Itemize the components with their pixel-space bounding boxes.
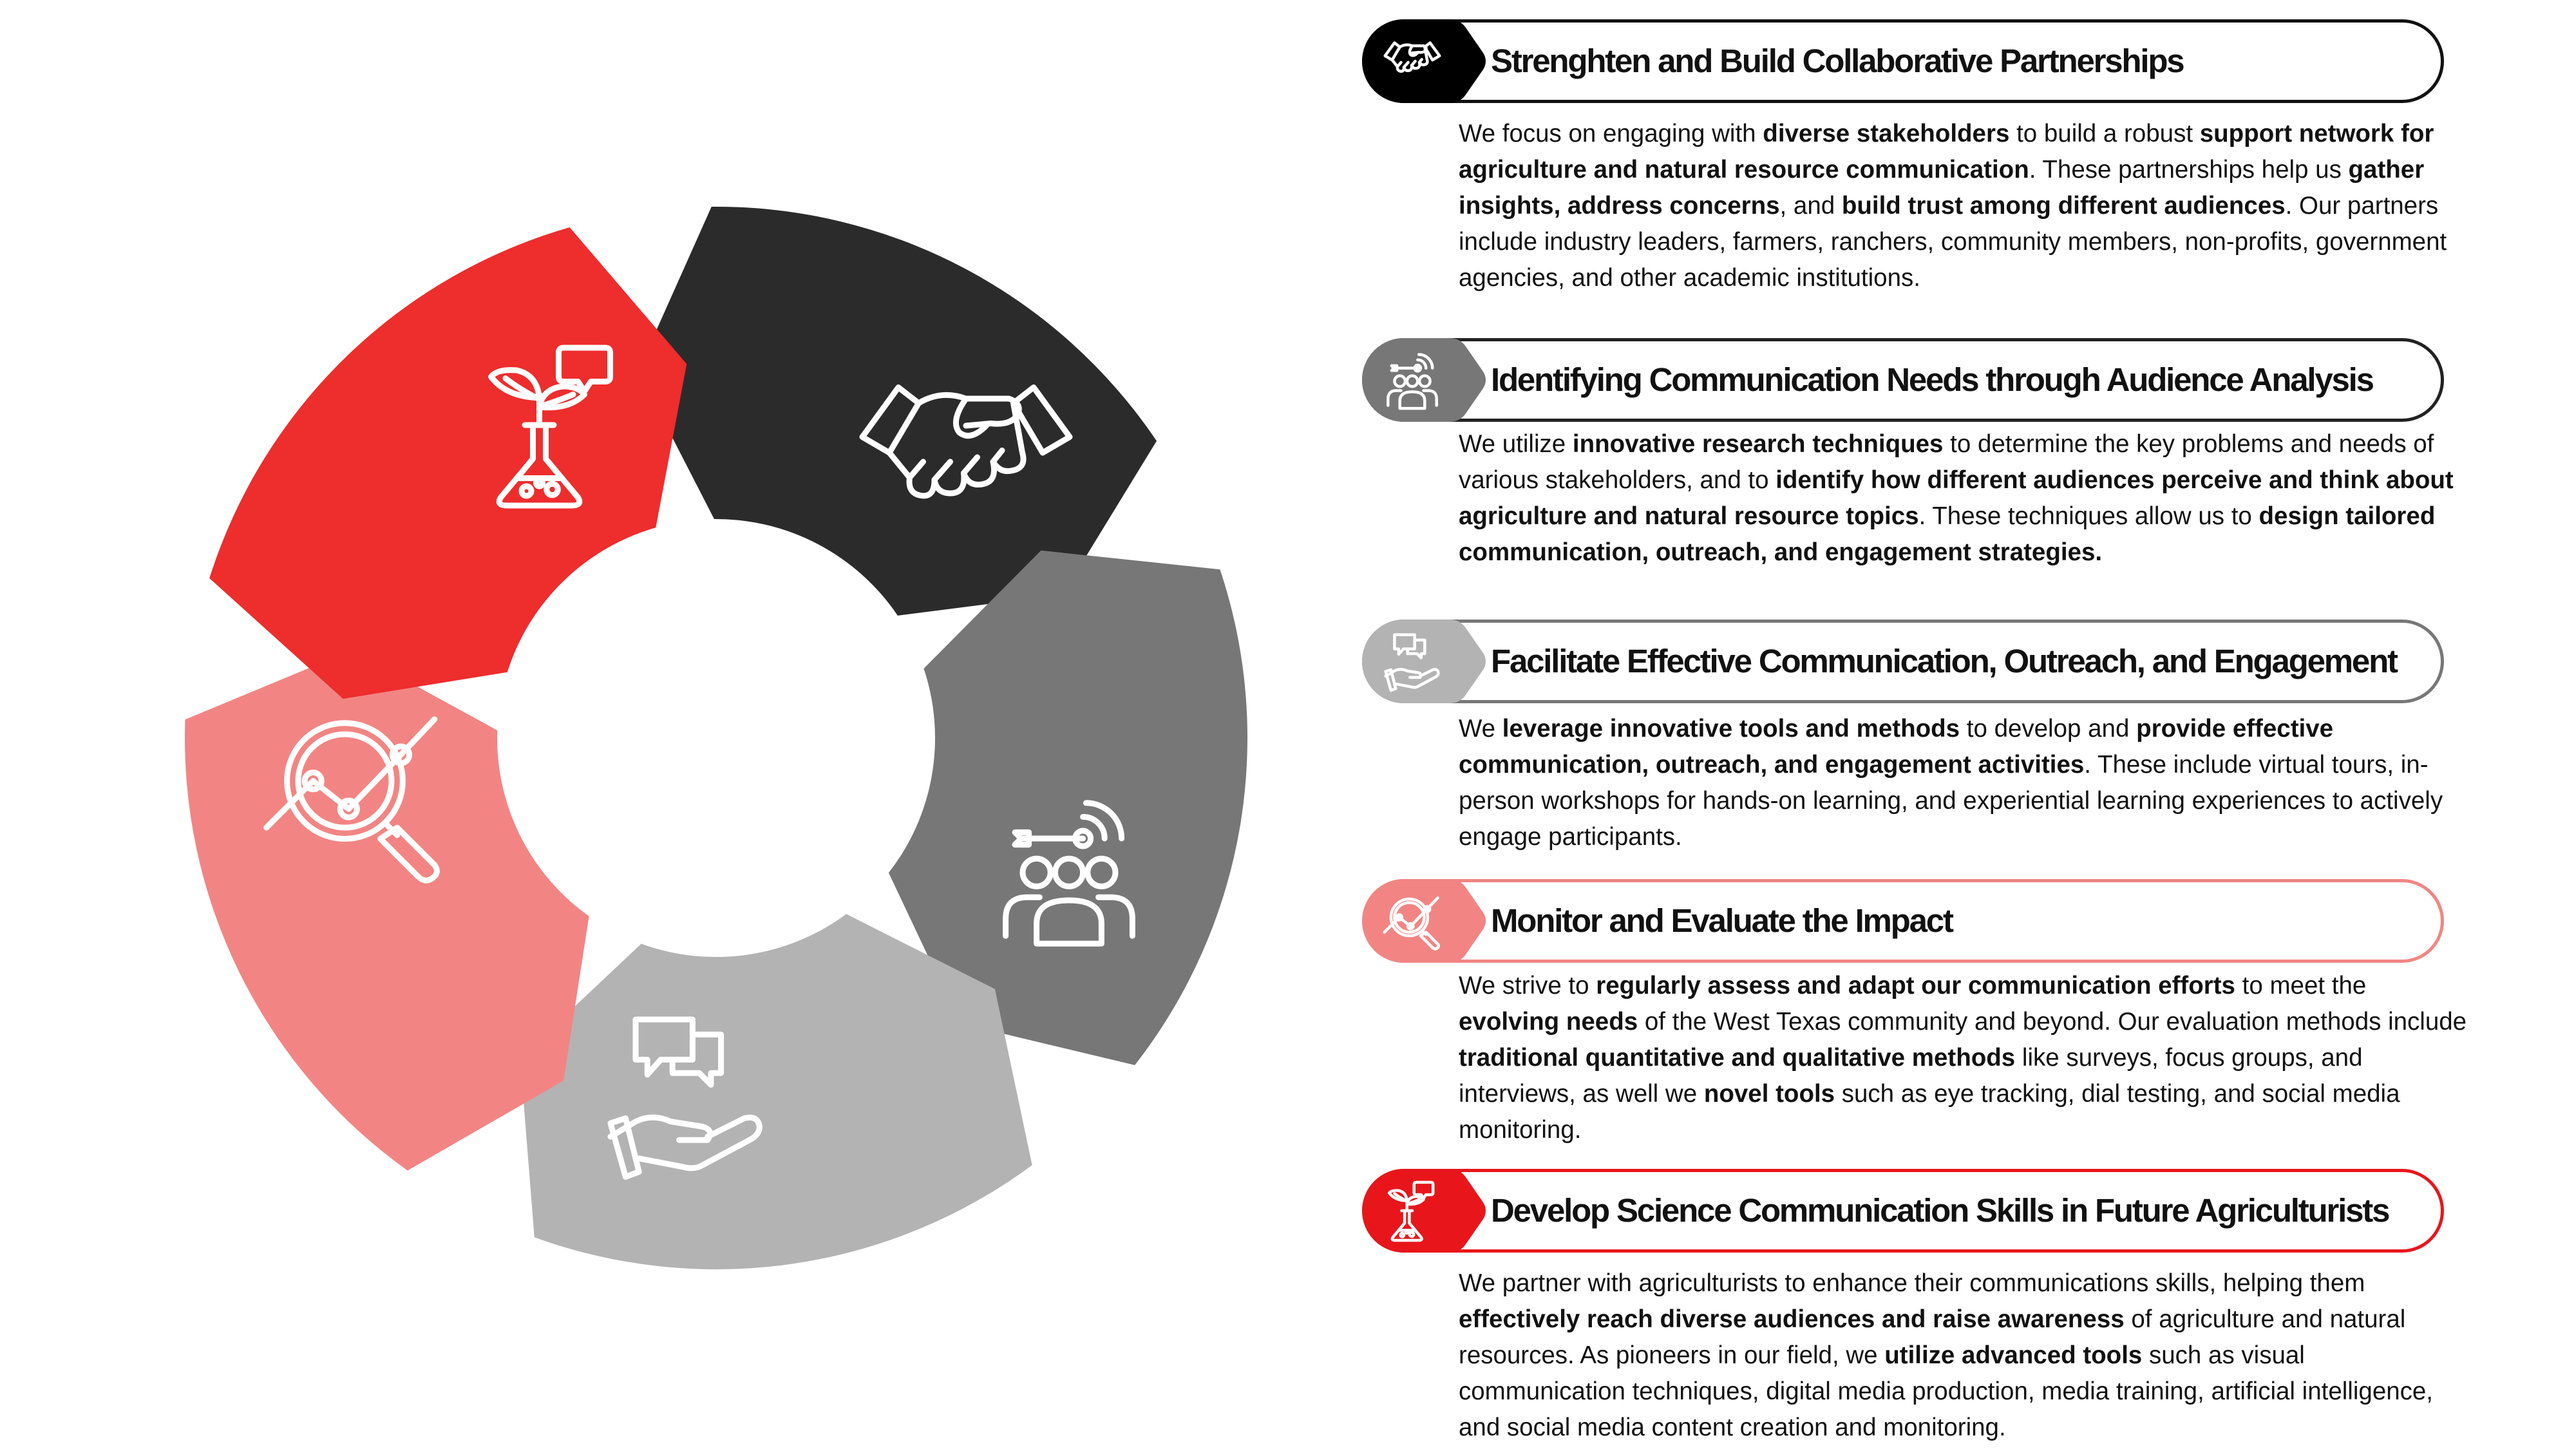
emphasis-text: gather insights, address concerns <box>1459 156 2425 220</box>
cycle-diagram <box>184 206 1248 1269</box>
body-text: We focus on engaging with <box>1459 120 1763 147</box>
emphasis-text: novel tools <box>1703 1080 1835 1108</box>
body-text: such as visual communication techniques,… <box>1459 1341 2434 1441</box>
badge-shape <box>1362 338 1486 422</box>
badge <box>1362 879 1486 963</box>
badge <box>1362 620 1486 703</box>
description: We leverage innovative tools and methods… <box>1459 711 2470 855</box>
emphasis-text: support network for agriculture and natu… <box>1459 120 2434 184</box>
emphasis-text: diverse stakeholders <box>1763 120 2010 147</box>
audience-target-icon <box>1003 800 1135 947</box>
heading: Monitor and Evaluate the Impact <box>1491 902 1954 939</box>
plant-flask-icon <box>1387 1180 1435 1242</box>
heading-pill <box>1362 620 2444 703</box>
emphasis-text: design tailored communication, outreach,… <box>1459 502 2436 566</box>
heading: Identifying Communication Needs through … <box>1491 361 2374 398</box>
emphasis-text: leverage innovative tools and methods <box>1502 715 1960 743</box>
emphasis-text: innovative research techniques <box>1572 430 1944 458</box>
badge-shape <box>1362 620 1486 703</box>
heading: Facilitate Effective Communication, Outr… <box>1491 643 2398 679</box>
emphasis-text: build trust among different audiences <box>1841 192 2286 220</box>
emphasis-text: identify how different audiences perceiv… <box>1459 466 2454 530</box>
handshake-icon <box>1383 41 1441 73</box>
hand-speech-bubbles-icon <box>1384 633 1440 692</box>
body-text: of agriculture and natural resources. As… <box>1459 1305 2406 1369</box>
body-text: to develop and <box>1960 715 2137 743</box>
body-text: We utilize <box>1459 430 1573 458</box>
badge <box>1362 1169 1486 1253</box>
cycle-segment-skills <box>209 227 687 699</box>
body-text: We partner with agriculturists to enhanc… <box>1459 1269 2365 1297</box>
body-text: . These include virtual tours, in-person… <box>1459 751 2443 851</box>
handshake-icon <box>859 384 1073 499</box>
description: We strive to regularly assess and adapt … <box>1459 968 2470 1148</box>
body-text: . These partnerships help us <box>2029 156 2349 184</box>
magnifier-chart-icon <box>1383 896 1440 951</box>
body-text: . Our partners include industry leaders,… <box>1459 192 2447 292</box>
body-text: to build a robust <box>2009 120 2200 147</box>
emphasis-text: provide effective communication, outreac… <box>1459 715 2334 779</box>
cycle-segment-audience-analysis <box>888 550 1248 1065</box>
badge <box>1362 19 1486 103</box>
description: We partner with agriculturists to enhanc… <box>1459 1265 2470 1446</box>
description: We focus on engaging with diverse stakeh… <box>1459 116 2470 296</box>
body-text: , and <box>1779 192 1842 220</box>
description: We utilize innovative research technique… <box>1459 426 2470 571</box>
body-text: . These techniques allow us to <box>1918 502 2259 530</box>
badge-shape <box>1362 19 1486 103</box>
plant-flask-icon <box>488 345 613 509</box>
emphasis-text: traditional quantitative and qualitative… <box>1459 1044 2016 1072</box>
heading-pill <box>1362 19 2444 103</box>
body-text: to meet the <box>2235 972 2367 999</box>
heading-pill <box>1362 338 2444 422</box>
badge <box>1362 338 1486 422</box>
body-text: We <box>1459 715 1502 743</box>
heading: Develop Science Communication Skills in … <box>1491 1192 2390 1229</box>
magnifier-chart-icon <box>263 716 440 884</box>
hand-speech-bubbles-icon <box>607 1016 762 1180</box>
audience-target-icon <box>1387 353 1438 410</box>
emphasis-text: evolving needs <box>1459 1008 1638 1036</box>
emphasis-text: regularly assess and adapt our communica… <box>1596 972 2235 999</box>
heading-pill <box>1362 1169 2444 1253</box>
body-text: We strive to <box>1459 972 1596 999</box>
emphasis-text: utilize advanced tools <box>1884 1341 2143 1369</box>
cycle-segment-partnerships <box>638 206 1157 616</box>
body-text: to determine the key problems and needs … <box>1459 430 2434 494</box>
heading: Strenghten and Build Collaborative Partn… <box>1491 43 2185 79</box>
emphasis-text: effectively reach diverse audiences and … <box>1459 1305 2125 1333</box>
body-text: like surveys, focus groups, and intervie… <box>1459 1044 2363 1108</box>
cycle-segment-evaluation <box>184 650 589 1171</box>
heading-pill <box>1362 879 2444 963</box>
body-text: of the West Texas community and beyond. … <box>1638 1008 2467 1036</box>
cycle-segment-engagement <box>520 914 1032 1269</box>
body-text: such as eye tracking, dial testing, and … <box>1459 1080 2400 1144</box>
